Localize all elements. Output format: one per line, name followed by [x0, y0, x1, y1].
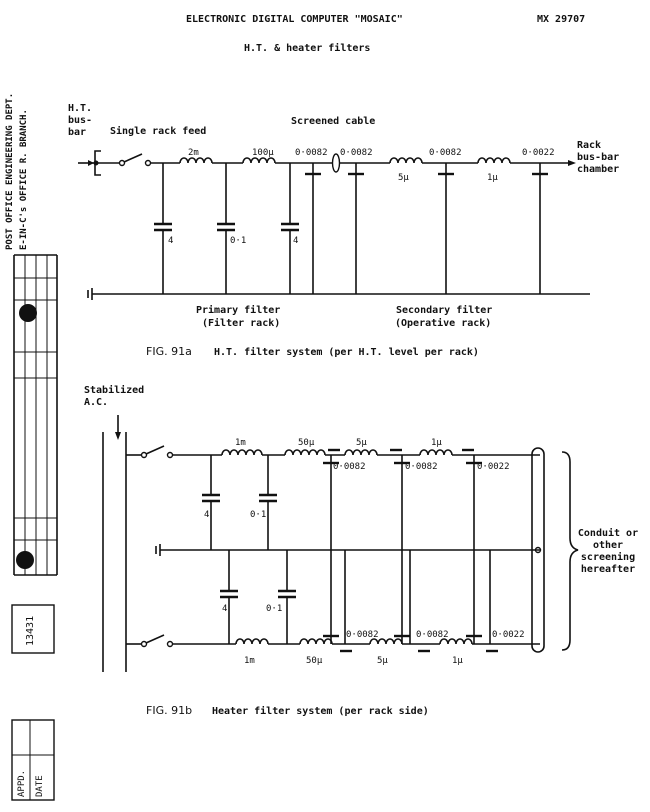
top-cap-b3-label: 0·0022	[477, 462, 510, 472]
drawing-reference: MX 29707	[537, 14, 586, 25]
fig-a-caption-number: FIG. 91a	[146, 345, 192, 358]
shunt-cap-4-label: 4	[168, 236, 174, 246]
bottom-cap-b1-label: 0·0082	[346, 630, 379, 640]
top-cap-b2-label: 0·0082	[405, 462, 438, 472]
primary-filter-sub: (Filter rack)	[202, 318, 281, 329]
inductor-2m-label: 2m	[188, 148, 199, 158]
document-number: 13431	[25, 615, 36, 646]
conduit-note: Conduit or other screening hereafter	[577, 528, 639, 575]
upper-shunt-4-label: 4	[204, 510, 210, 520]
fig-b-circuit	[102, 415, 579, 672]
lower-shunt-01-label: 0·1	[266, 604, 283, 614]
inductor-100u-label: 100μ	[252, 148, 274, 158]
lower-shunt-4-label: 4	[222, 604, 228, 614]
top-inductor-5u-label: 5μ	[356, 438, 367, 448]
rack-busbar-chamber-label: Rack bus-bar chamber	[577, 140, 620, 175]
fig-b-caption-number: FIG. 91b	[146, 704, 193, 717]
fig-a-caption-text: H.T. filter system (per H.T. level per r…	[214, 347, 479, 358]
cap-a2-label: 0·0082	[340, 148, 373, 158]
bottom-inductor-1u-label: 1μ	[452, 656, 463, 666]
top-inductor-1m-label: 1m	[235, 438, 246, 448]
upper-shunt-01-label: 0·1	[250, 510, 267, 520]
stabilized-ac-label: Stabilized A.C.	[84, 385, 145, 408]
bottom-inductor-50u-label: 50μ	[306, 656, 323, 666]
cap-a4-label: 0·0022	[522, 148, 555, 158]
bottom-cap-b2-label: 0·0082	[416, 630, 449, 640]
office-stamp-line1: POST OFFICE ENGINEERING DEPT.	[5, 92, 15, 250]
top-inductor-1u-label: 1μ	[431, 438, 442, 448]
top-cap-b1-label: 0·0082	[333, 462, 366, 472]
inductor-5u-label: 5μ	[398, 173, 409, 183]
cap-a3-label: 0·0082	[429, 148, 462, 158]
fig-b-caption-text: Heater filter system (per rack side)	[212, 706, 429, 717]
office-stamp-line2: E-IN-C's OFFICE R. BRANCH.	[19, 109, 29, 250]
secondary-filter-sub: (Operative rack)	[395, 318, 492, 329]
bottom-inductor-1m-label: 1m	[244, 656, 255, 666]
approved-label: APPD.	[17, 769, 27, 797]
secondary-filter-label: Secondary filter	[396, 305, 493, 316]
shunt-cap-4b-label: 4	[293, 236, 299, 246]
primary-filter-label: Primary filter	[196, 305, 281, 316]
fig-a-circuit	[78, 150, 590, 300]
ht-busbar-label: H.T. bus-bar	[68, 103, 93, 138]
bottom-inductor-5u-label: 5μ	[377, 656, 388, 666]
date-label: DATE	[35, 775, 45, 797]
bottom-cap-b3-label: 0·0022	[492, 630, 525, 640]
margin-strip	[11, 254, 58, 801]
cap-a1-label: 0·0082	[295, 148, 328, 158]
shunt-cap-01-label: 0·1	[230, 236, 247, 246]
single-rack-feed-label: Single rack feed	[110, 126, 207, 137]
document-title: ELECTRONIC DIGITAL COMPUTER "MOSAIC"	[186, 14, 403, 25]
inductor-1u-label: 1μ	[487, 173, 498, 183]
top-inductor-50u-label: 50μ	[298, 438, 315, 448]
document-subtitle: H.T. & heater filters	[244, 43, 371, 54]
screened-cable-label: Screened cable	[291, 116, 376, 127]
